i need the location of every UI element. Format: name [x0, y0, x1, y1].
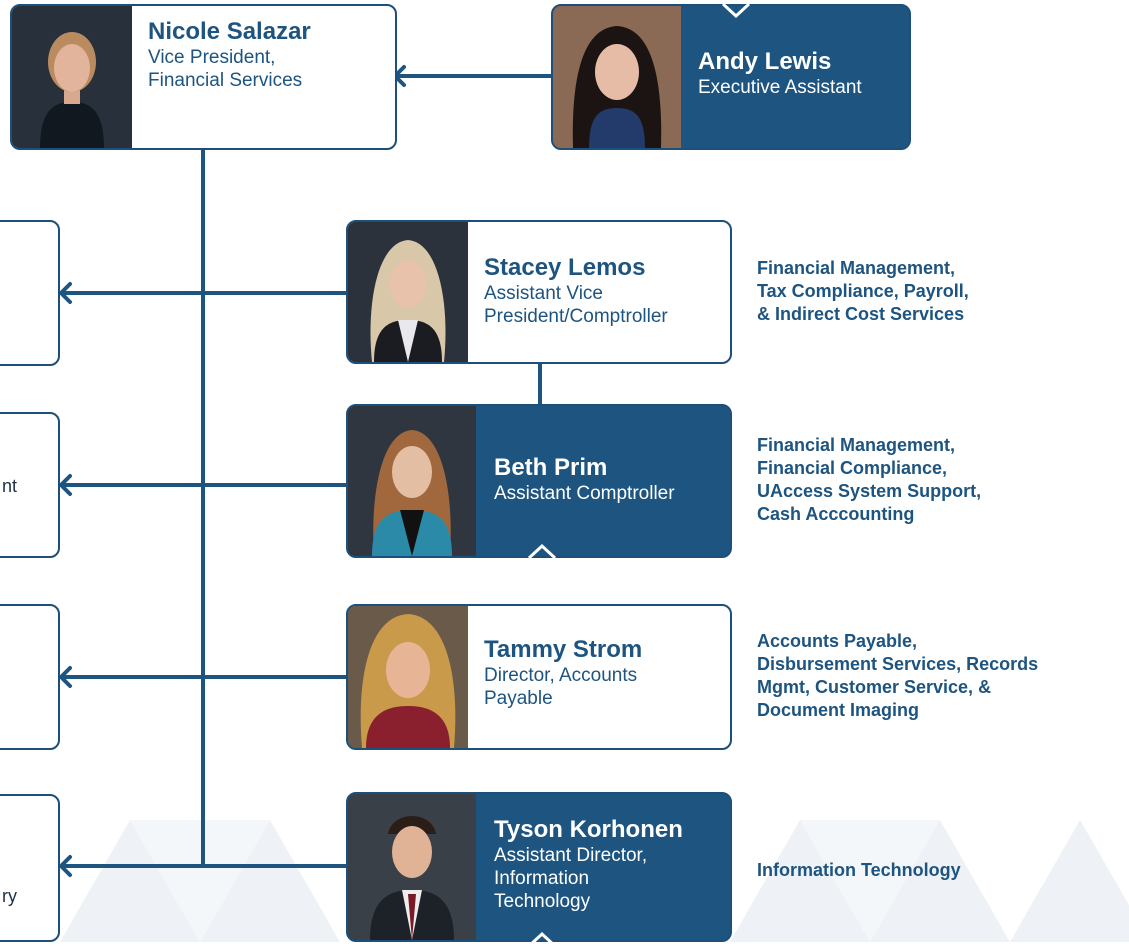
stacey-lemos-title-line-2: President/Comptroller [484, 306, 668, 327]
beth-prim-areas: Financial Management, Financial Complian… [757, 434, 1125, 526]
area-line: & Indirect Cost Services [757, 304, 965, 324]
card-nicole-salazar[interactable]: Nicole Salazar Vice President, Financial… [10, 4, 397, 150]
stacey-lemos-photo [348, 222, 468, 362]
tyson-korhonen-areas: Information Technology [757, 859, 1125, 882]
area-line: Financial Management, [757, 435, 956, 455]
card-stacey-lemos[interactable]: Stacey Lemos Assistant Vice President/Co… [346, 220, 732, 364]
stub-card-4-text: ry [2, 886, 17, 906]
stub-card-3 [0, 604, 60, 750]
stacey-lemos-areas: Financial Management, Tax Compliance, Pa… [757, 257, 1125, 326]
tammy-strom-photo [348, 606, 468, 748]
tyson-korhonen-title-line-1: Assistant Director, [494, 845, 648, 866]
notch-chevron-icon [527, 544, 557, 558]
nicole-salazar-name: Nicole Salazar [148, 18, 311, 45]
stub-card-4: ry [0, 794, 60, 942]
andy-lewis-photo [553, 6, 681, 148]
andy-lewis-title: Executive Assistant [698, 77, 862, 98]
stub-card-2: nt [0, 412, 60, 558]
nicole-salazar-photo [12, 6, 132, 148]
tammy-strom-title-line-2: Payable [484, 688, 553, 709]
area-line: Disbursement Services, Records [757, 654, 1039, 674]
area-line: Information Technology [757, 860, 961, 880]
stub-card-2-text: nt [2, 476, 18, 496]
area-line: Financial Management, [757, 258, 956, 278]
tyson-korhonen-photo [348, 794, 476, 940]
beth-prim-title: Assistant Comptroller [494, 483, 675, 504]
tyson-korhonen-title-line-3: Technology [494, 891, 591, 912]
area-line: Document Imaging [757, 700, 920, 720]
area-line: Tax Compliance, Payroll, [757, 281, 969, 301]
arrow-chevron-icon [59, 666, 72, 688]
area-line: Mgmt, Customer Service, & [757, 677, 992, 697]
card-beth-prim[interactable]: Beth Prim Assistant Comptroller [346, 404, 732, 558]
card-tammy-strom[interactable]: Tammy Strom Director, Accounts Payable [346, 604, 732, 750]
tammy-strom-title-line-1: Director, Accounts [484, 665, 638, 686]
stub-card-1 [0, 220, 60, 366]
tyson-korhonen-name: Tyson Korhonen [494, 816, 683, 843]
tammy-strom-areas: Accounts Payable, Disbursement Services,… [757, 630, 1125, 722]
area-line: UAccess System Support, [757, 481, 982, 501]
notch-chevron-icon [527, 932, 557, 946]
area-line: Accounts Payable, [757, 631, 918, 651]
stacey-lemos-name: Stacey Lemos [484, 254, 646, 281]
area-line: Financial Compliance, [757, 458, 948, 478]
andy-lewis-name: Andy Lewis [698, 48, 832, 75]
arrow-chevron-icon [59, 474, 72, 496]
card-andy-lewis[interactable]: Andy Lewis Executive Assistant [551, 4, 911, 150]
beth-prim-photo [348, 406, 476, 556]
beth-prim-name: Beth Prim [494, 454, 608, 481]
card-tyson-korhonen[interactable]: Tyson Korhonen Assistant Director, Infor… [346, 792, 732, 946]
nicole-salazar-title-line-1: Vice President, [148, 47, 276, 68]
tyson-korhonen-title-line-2: Information [494, 868, 590, 889]
stacey-lemos-title-line-1: Assistant Vice [484, 283, 603, 304]
arrow-chevron-icon [59, 282, 72, 304]
area-line: Cash Acccounting [757, 504, 915, 524]
nicole-salazar-title-line-2: Financial Services [148, 70, 303, 91]
arrow-chevron-icon [59, 855, 72, 877]
tammy-strom-name: Tammy Strom [484, 636, 643, 663]
notch-chevron-icon [721, 4, 751, 18]
